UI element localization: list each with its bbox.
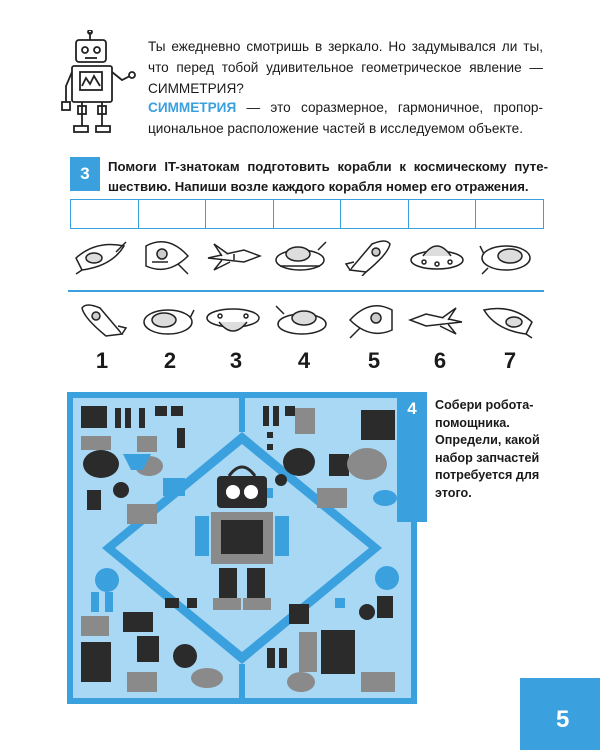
- hover-ship-icon: [275, 305, 327, 335]
- answer-box[interactable]: [274, 200, 342, 228]
- task-3-instructions: Помоги IT-знатокам подготовить корабли к…: [108, 159, 548, 194]
- hover-ship-icon: [275, 241, 327, 271]
- reflection-number: 1: [95, 348, 109, 373]
- space-shuttle-icon: [207, 243, 262, 271]
- section-divider: [68, 290, 544, 292]
- task-4-instructions: Собери робота-помощника. Определи, какой…: [435, 398, 540, 500]
- answer-box[interactable]: [476, 200, 543, 228]
- reflection-number: 2: [163, 348, 177, 373]
- answer-box[interactable]: [206, 200, 274, 228]
- symmetry-definition: СИММЕТРИЯ — это соразмерное, гармоничное…: [148, 97, 543, 139]
- rocket-ship-icon: [348, 305, 393, 339]
- robot-mascot-illustration: [61, 30, 136, 133]
- task-4-number: 4: [397, 392, 427, 522]
- rocket-ship-icon: [344, 240, 391, 276]
- reflection-number: 7: [503, 348, 517, 373]
- rocket-ship-icon: [81, 304, 128, 337]
- answer-box[interactable]: [341, 200, 409, 228]
- rocket-ship-icon: [145, 241, 190, 275]
- answer-boxes-row: [70, 199, 544, 229]
- robot-parts-puzzle-board: [67, 392, 417, 704]
- flying-saucer-icon: [206, 308, 260, 332]
- capsule-ship-icon: [482, 307, 533, 339]
- space-shuttle-icon: [408, 307, 463, 335]
- reflection-number: 4: [297, 348, 311, 373]
- answer-box[interactable]: [139, 200, 207, 228]
- definition-text: — это соразмерное, гармоничное, пропор­ц…: [148, 100, 543, 136]
- answer-box[interactable]: [409, 200, 477, 228]
- reflection-number: 5: [367, 348, 381, 373]
- answer-box[interactable]: [71, 200, 139, 228]
- task-3-number: 3: [70, 157, 100, 191]
- rocket-ship-icon: [75, 241, 127, 275]
- flying-saucer-icon: [410, 245, 464, 270]
- intro-paragraph: Ты ежедневно смотришь в зеркало. Но заду…: [148, 39, 543, 96]
- definition-term: СИММЕТРИЯ: [148, 100, 237, 115]
- reflection-number: 3: [229, 348, 243, 373]
- page-number: 5: [556, 706, 570, 733]
- capsule-ship-icon: [479, 245, 531, 275]
- capsule-ship-icon: [143, 309, 195, 335]
- page-number-tab: [520, 678, 600, 750]
- reflection-number: 6: [433, 348, 447, 373]
